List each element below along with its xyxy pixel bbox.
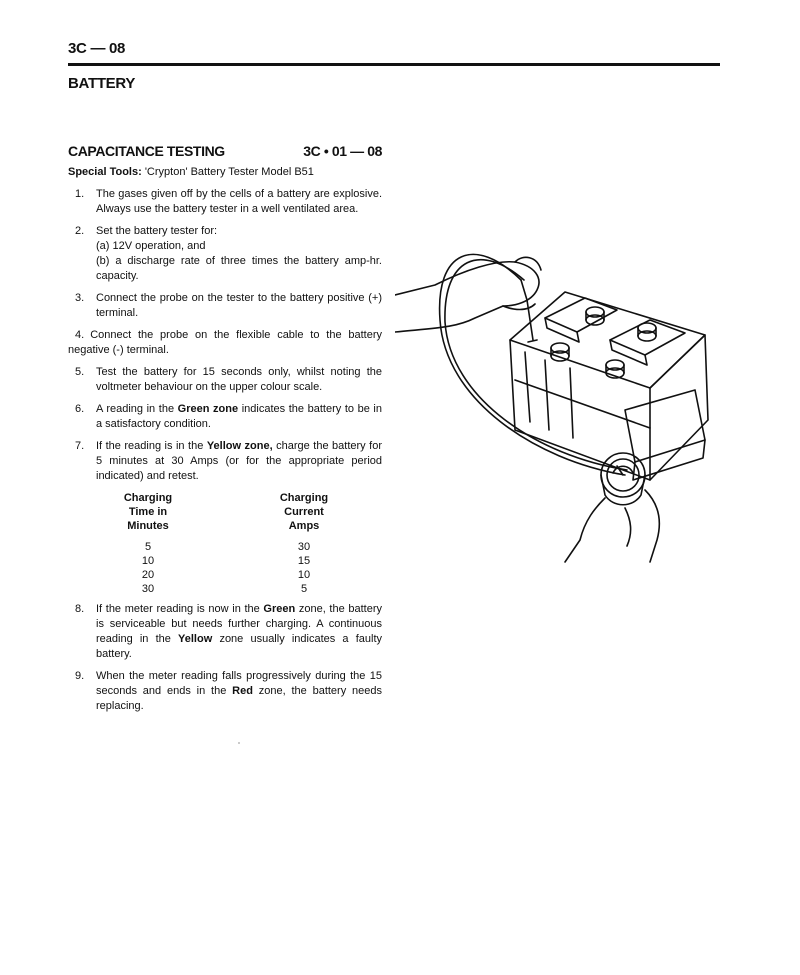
- header-line: Time in: [128, 506, 168, 518]
- header-rule: [68, 63, 720, 66]
- step-text: (a) 12V operation, and: [96, 240, 206, 252]
- table-cell-amps: 15: [297, 555, 311, 567]
- table-cell-amps: 30: [297, 541, 311, 553]
- procedure-heading: CAPACITANCE TESTING 3C • 01 — 08: [68, 143, 382, 159]
- step-1: 1. The gases given off by the cells of a…: [68, 187, 382, 217]
- battery-icon: [509, 291, 709, 481]
- step-text: Set the battery tester for:: [96, 225, 218, 237]
- special-tools-text: 'Crypton' Battery Tester Model B51: [141, 166, 314, 178]
- page-number: 3C — 08: [68, 40, 126, 57]
- step-text: The gases given off by the cells of a ba…: [96, 188, 382, 215]
- special-tools: Special Tools: 'Crypton' Battery Tester …: [68, 166, 314, 178]
- procedure-reference: 3C • 01 — 08: [303, 143, 382, 159]
- step-number: 4.: [75, 329, 85, 341]
- step-number: 9.: [75, 670, 85, 682]
- tester-icon: [600, 389, 706, 506]
- step-number: 6.: [75, 403, 85, 415]
- table-cell-minutes: 5: [144, 541, 152, 553]
- hand-icon: [564, 489, 661, 563]
- section-title: BATTERY: [68, 75, 136, 92]
- step-text: zone usually indicates a faulty battery.: [96, 633, 382, 660]
- charging-table: Charging Time in Minutes Charging Curren…: [108, 491, 382, 596]
- step-emphasis: Green zone: [177, 403, 239, 415]
- step-text: Connect the probe on the flexible cable …: [68, 329, 382, 356]
- table-header-minutes: Charging Time in Minutes: [108, 491, 188, 533]
- step-text: When the meter reading falls progressive…: [96, 670, 382, 697]
- probe-cable: [438, 253, 628, 476]
- step-text: If the reading is in the: [96, 440, 207, 452]
- step-4: 4.Connect the probe on the flexible cabl…: [68, 328, 382, 358]
- battery-tester-illustration: [395, 253, 709, 563]
- step-2: 2. Set the battery tester for: (a) 12V o…: [68, 224, 382, 284]
- step-8: 8. If the meter reading is now in the Gr…: [68, 602, 382, 662]
- step-text: Connect the probe on the tester to the b…: [96, 292, 382, 319]
- procedure-title: CAPACITANCE TESTING: [68, 143, 225, 159]
- step-text: Test the battery for 15 seconds only, wh…: [96, 366, 382, 393]
- table-header-amps: Charging Current Amps: [264, 491, 344, 533]
- scan-speck: [238, 742, 240, 744]
- special-tools-label: Special Tools:: [68, 166, 142, 178]
- table-cell-minutes: 20: [141, 569, 155, 581]
- step-emphasis: Yellow: [178, 633, 213, 645]
- step-text: zone, the battery needs replacing.: [96, 685, 383, 712]
- step-number: 8.: [75, 603, 85, 615]
- step-number: 2.: [75, 225, 85, 237]
- step-emphasis: Red: [232, 685, 253, 697]
- step-6: 6. A reading in the Green zone indicates…: [68, 402, 382, 432]
- step-number: 7.: [75, 440, 85, 452]
- table-cell-minutes: 10: [141, 555, 155, 567]
- step-emphasis: Yellow zone,: [206, 440, 273, 452]
- header-line: Charging: [279, 492, 329, 504]
- header-line: Minutes: [127, 520, 169, 532]
- hand-icon: [395, 256, 542, 333]
- step-9: 9. When the meter reading falls progress…: [68, 669, 382, 714]
- step-text: A reading in the: [96, 403, 178, 415]
- step-text: zone, the battery is serviceable but nee…: [96, 603, 382, 645]
- step-text: If the meter reading is now in the: [96, 603, 264, 615]
- step-number: 3.: [75, 292, 85, 304]
- header-line: Charging: [123, 492, 173, 504]
- step-emphasis: Green: [263, 603, 296, 615]
- header-line: Current: [284, 506, 324, 518]
- steps-list: 1. The gases given off by the cells of a…: [68, 187, 382, 721]
- step-text: indicates the battery to be in a satisfa…: [96, 403, 382, 430]
- step-3: 3. Connect the probe on the tester to th…: [68, 291, 382, 321]
- step-5: 5. Test the battery for 15 seconds only,…: [68, 365, 382, 395]
- header-line: Amps: [288, 520, 320, 532]
- step-number: 1.: [75, 188, 85, 200]
- table-cell-minutes: 30: [141, 583, 155, 595]
- step-text: (b) a discharge rate of three times the …: [96, 255, 382, 282]
- step-text: charge the battery for 5 minutes at 30 A…: [96, 440, 383, 482]
- step-7: 7. If the reading is in the Yellow zone,…: [68, 439, 382, 484]
- table-cell-amps: 10: [297, 569, 311, 581]
- step-number: 5.: [75, 366, 85, 378]
- table-cell-amps: 5: [300, 583, 308, 595]
